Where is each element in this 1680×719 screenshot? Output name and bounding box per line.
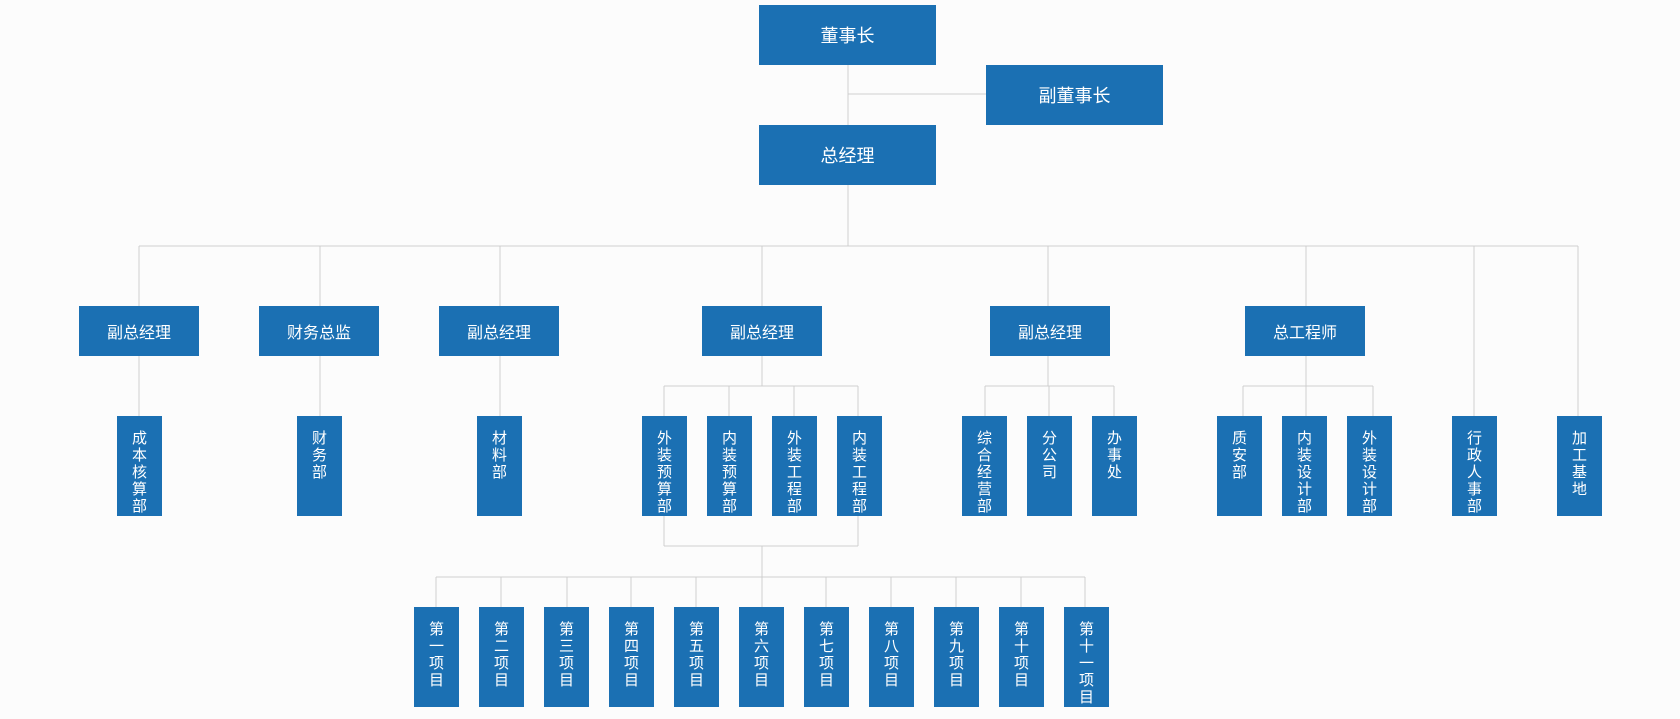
node-admin-hr-dept: 行政人事部	[1452, 416, 1497, 516]
node-exterior-budget-dept: 外装预算部	[642, 416, 687, 516]
node-project-2: 第二项目	[479, 607, 524, 707]
node-project-1: 第一项目	[414, 607, 459, 707]
node-finance-dept: 财务部	[297, 416, 342, 516]
node-vp-4: 副总经理	[990, 306, 1110, 356]
node-branch-office: 分公司	[1027, 416, 1072, 516]
node-project-3: 第三项目	[544, 607, 589, 707]
node-interior-budget-dept: 内装预算部	[707, 416, 752, 516]
node-project-6: 第六项目	[739, 607, 784, 707]
node-exterior-design-dept: 外装设计部	[1347, 416, 1392, 516]
node-chairman: 董事长	[759, 5, 936, 65]
node-exterior-engineering-dept: 外装工程部	[772, 416, 817, 516]
node-interior-engineering-dept: 内装工程部	[837, 416, 882, 516]
node-business-dept: 综合经营部	[962, 416, 1007, 516]
node-general-manager: 总经理	[759, 125, 936, 185]
node-interior-design-dept: 内装设计部	[1282, 416, 1327, 516]
node-project-7: 第七项目	[804, 607, 849, 707]
node-vice-chairman: 副董事长	[986, 65, 1163, 125]
node-liaison-office: 办事处	[1092, 416, 1137, 516]
node-vp-2: 副总经理	[439, 306, 559, 356]
node-cost-accounting-dept: 成本核算部	[117, 416, 162, 516]
node-project-10: 第十项目	[999, 607, 1044, 707]
node-processing-base: 加工基地	[1557, 416, 1602, 516]
node-cfo: 财务总监	[259, 306, 379, 356]
node-project-11: 第十一项目	[1064, 607, 1109, 707]
node-vp-1: 副总经理	[79, 306, 199, 356]
node-materials-dept: 材料部	[477, 416, 522, 516]
node-chief-engineer: 总工程师	[1245, 306, 1365, 356]
node-project-8: 第八项目	[869, 607, 914, 707]
node-project-5: 第五项目	[674, 607, 719, 707]
node-quality-safety-dept: 质安部	[1217, 416, 1262, 516]
node-project-9: 第九项目	[934, 607, 979, 707]
node-vp-3: 副总经理	[702, 306, 822, 356]
node-project-4: 第四项目	[609, 607, 654, 707]
